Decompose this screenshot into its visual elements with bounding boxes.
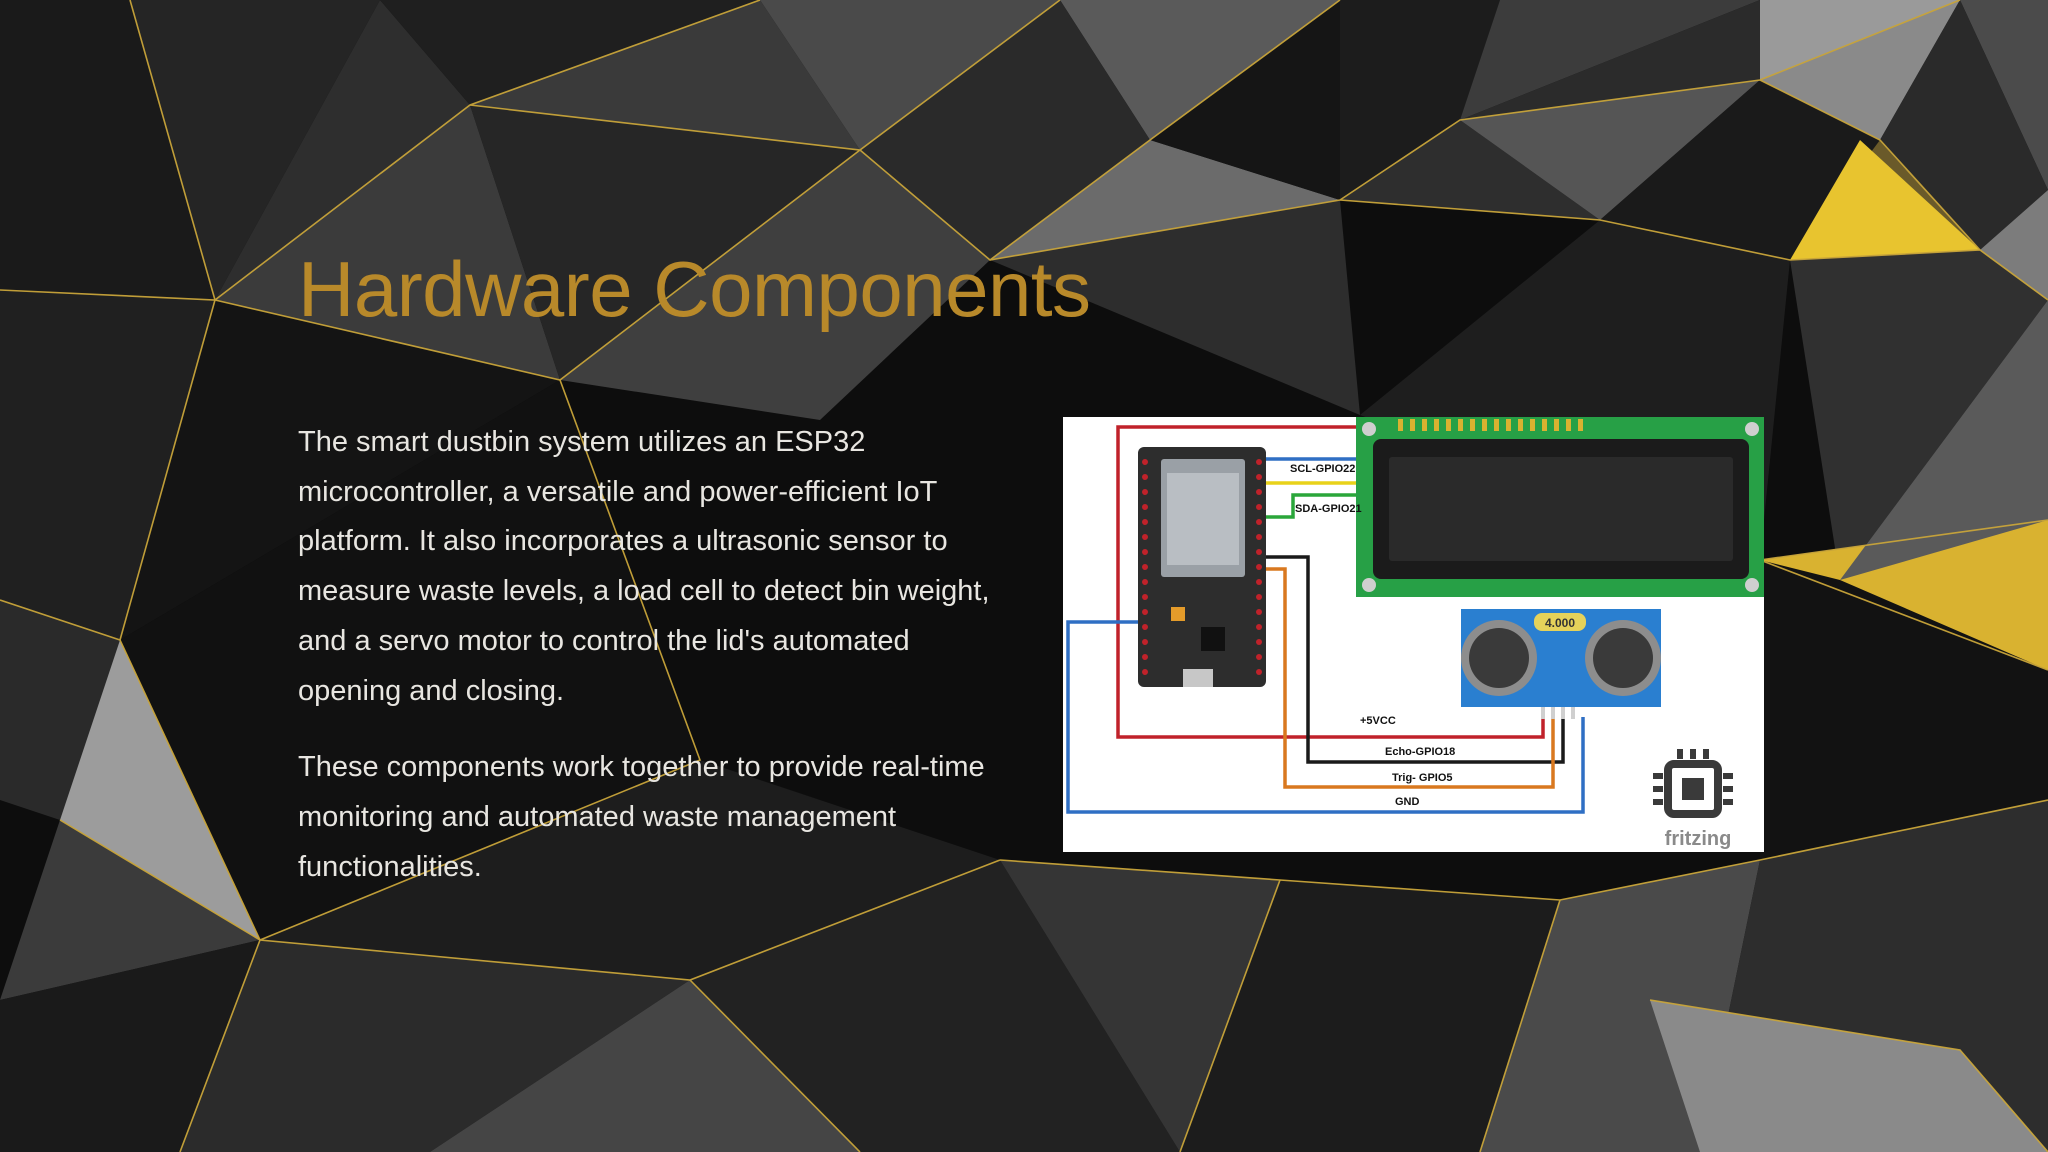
wire-orange [1263, 567, 1555, 789]
circuit-diagram: 4.000 SCL-GPIO22 SDA-GPIO21 +5VCC Echo-G… [1063, 417, 1764, 852]
wire-green-sda [1263, 493, 1365, 519]
gnd-label: GND [1395, 796, 1420, 808]
fritzing-logo-text: fritzing [1665, 828, 1732, 850]
sda-label: SDA-GPIO21 [1295, 503, 1362, 515]
sensor-range-label: 4.000 [1545, 616, 1575, 630]
wire-red [1116, 425, 1545, 739]
circuit-diagram-svg: 4.000 SCL-GPIO22 SDA-GPIO21 +5VCC Echo-G… [1066, 417, 1764, 850]
echo-label: Echo-GPIO18 [1385, 746, 1455, 758]
esp32-board [1138, 447, 1266, 687]
wire-black [1263, 555, 1565, 764]
lcd-module [1356, 417, 1764, 597]
ultrasonic-sensor: 4.000 [1461, 609, 1661, 719]
body-text: The smart dustbin system utilizes an ESP… [298, 418, 998, 919]
trig-label: Trig- GPIO5 [1392, 772, 1453, 784]
paragraph-1: The smart dustbin system utilizes an ESP… [298, 426, 990, 707]
paragraph-2: These components work together to provid… [298, 751, 985, 883]
scl-label: SCL-GPIO22 [1290, 463, 1355, 475]
wire-blue-left [1066, 620, 1585, 814]
slide-title: Hardware Components [298, 245, 1091, 333]
vcc-label: +5VCC [1360, 715, 1396, 727]
fritzing-logo: fritzing [1653, 749, 1733, 850]
